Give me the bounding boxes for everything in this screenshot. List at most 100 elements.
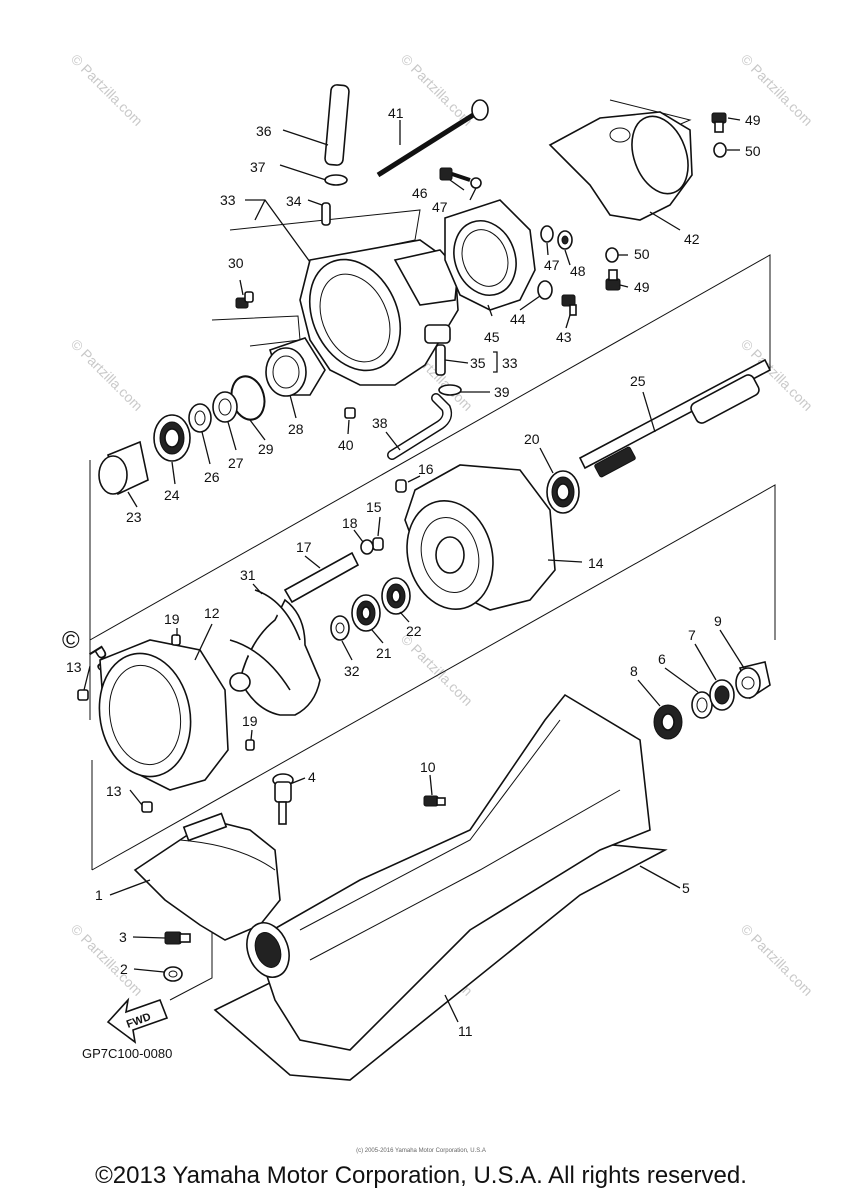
part-labels: 36 37 41 33 34 46 47 47 48 30 45 44 43 4…	[66, 105, 761, 1039]
label-41: 41	[388, 105, 404, 121]
part-44-collar	[537, 280, 553, 300]
label-31: 31	[240, 567, 256, 583]
part-12-housing	[98, 639, 229, 791]
label-12: 12	[204, 605, 220, 621]
label-29: 29	[258, 441, 274, 457]
label-40: 40	[338, 437, 354, 453]
label-16: 16	[418, 461, 434, 477]
label-42: 42	[684, 231, 700, 247]
label-27: 27	[228, 455, 244, 471]
label-50: 50	[745, 143, 761, 159]
part-25-drive-shaft	[578, 358, 772, 478]
part-1-cover	[133, 812, 281, 941]
part-10-bolt	[423, 795, 446, 807]
label-35: 35	[470, 355, 486, 371]
large-watermark-symbol: ©	[62, 627, 80, 654]
part-50-collar-lower	[605, 247, 619, 263]
label-33: 33	[502, 355, 518, 371]
label-13: 13	[66, 659, 82, 675]
part-11-intake-duct	[213, 693, 668, 1081]
label-32: 32	[344, 663, 360, 679]
label-11: 11	[458, 1023, 473, 1039]
label-5: 5	[682, 880, 690, 896]
label-50: 50	[634, 246, 650, 262]
part-23-sleeve	[98, 440, 149, 496]
label-25: 25	[630, 373, 646, 389]
part-6-washer	[691, 691, 713, 719]
part-34-pin	[321, 202, 331, 226]
part-13-pin-upper	[77, 689, 89, 701]
part-49-bolt-upper	[711, 112, 727, 133]
watermark: © Partzilla.com	[398, 631, 476, 709]
label-21: 21	[376, 645, 392, 661]
label-49: 49	[634, 279, 650, 295]
watermark: © Partzilla.com	[398, 51, 476, 129]
label-7: 7	[688, 627, 696, 643]
label-44: 44	[510, 311, 526, 327]
label-34: 34	[286, 193, 302, 209]
label-30: 30	[228, 255, 244, 271]
label-18: 18	[342, 515, 358, 531]
fine-print: (c) 2005-2016 Yamaha Motor Corporation, …	[356, 1148, 486, 1154]
label-6: 6	[658, 651, 666, 667]
label-36: 36	[256, 123, 272, 139]
part-4-drain-valve	[272, 773, 294, 825]
label-8: 8	[630, 663, 638, 679]
part-15-pin	[372, 537, 384, 551]
part-47-washer-upper	[470, 177, 482, 189]
part-21-bearing	[351, 594, 381, 632]
part-50-collar-upper	[713, 142, 727, 158]
part-47-washer-lower	[540, 225, 554, 243]
part-13-pin-lower	[141, 801, 153, 813]
label-48: 48	[570, 263, 586, 279]
part-17-shaft	[283, 551, 360, 604]
part-45-steering-ring	[444, 199, 536, 311]
part-18-washer	[360, 539, 374, 555]
part-30-bolt	[235, 291, 254, 309]
part-16-pin	[395, 479, 407, 493]
label-22: 22	[406, 623, 422, 639]
part-27-nut	[212, 391, 238, 423]
part-38-hose-inner	[388, 394, 451, 459]
label-10: 10	[420, 759, 436, 775]
guide-lines	[89, 99, 776, 1001]
label-23: 23	[126, 509, 142, 525]
label-3: 3	[119, 929, 127, 945]
watermark: © Partzilla.com	[68, 51, 146, 129]
part-9-cap	[735, 661, 771, 700]
label-2: 2	[120, 961, 128, 977]
diagram-code: GP7C100-0080	[82, 1046, 173, 1061]
part-2-washer	[163, 966, 183, 982]
label-38: 38	[372, 415, 388, 431]
part-24-bearing	[153, 414, 191, 462]
label-39: 39	[494, 384, 510, 400]
label-28: 28	[288, 421, 304, 437]
part-26-washer	[188, 403, 212, 433]
part-32-washer	[330, 615, 350, 641]
label-13: 13	[106, 783, 122, 799]
part-46-bolt	[439, 167, 471, 182]
part-20-bearing	[546, 470, 580, 514]
part-19-pin-upper	[171, 634, 181, 646]
label-20: 20	[524, 431, 540, 447]
label-19: 19	[242, 713, 258, 729]
part-35-pin	[435, 344, 446, 376]
label-26: 26	[204, 469, 220, 485]
label-47: 47	[432, 199, 448, 215]
label-24: 24	[164, 487, 180, 503]
part-7-seal	[709, 679, 735, 711]
part-33-duct-housing	[299, 239, 459, 386]
label-17: 17	[296, 539, 312, 555]
part-31-impeller	[229, 589, 321, 716]
watermark: © Partzilla.com	[738, 921, 816, 999]
part-14-impeller-housing	[404, 464, 556, 611]
label-9: 9	[714, 613, 722, 629]
part-28-nozzle	[265, 337, 326, 397]
label-19: 19	[164, 611, 180, 627]
label-15: 15	[366, 499, 382, 515]
label-49: 49	[745, 112, 761, 128]
part-8-coupler	[653, 704, 683, 740]
label-33: 33	[220, 192, 236, 208]
part-22-seal	[381, 577, 411, 615]
